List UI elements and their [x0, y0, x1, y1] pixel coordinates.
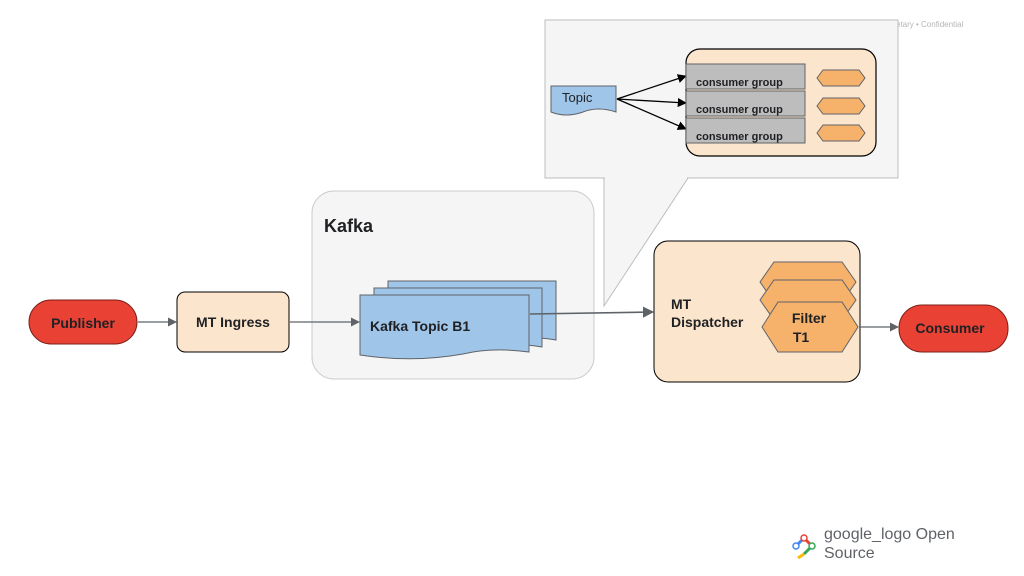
publisher-node: Publisher: [28, 299, 138, 345]
group-hexagon-3: [816, 124, 866, 142]
kafka-topic-shape: [359, 294, 530, 360]
brand-text-line1: google_logo Open: [824, 526, 955, 543]
ingress-node: MT Ingress: [176, 291, 290, 353]
open-source-brand: google_logo Open Source: [790, 524, 990, 564]
consumer-label: Consumer: [915, 320, 985, 336]
group-hexagon-1: [816, 69, 866, 87]
consumer-group-box-2: [685, 90, 806, 117]
consumer-group-label-2: consumer group: [696, 104, 783, 116]
consumer-group-label-1: consumer group: [696, 77, 783, 89]
consumer-group-box-3: [685, 117, 806, 144]
consumer-node: Consumer: [898, 304, 1009, 353]
brand-text: google_logo Open Source: [824, 525, 955, 563]
consumer-group-label-3: consumer group: [696, 131, 783, 143]
topic-detail-callout: Topic consumer group consumer group cons…: [544, 19, 899, 308]
kafka-topic-stack: Kafka Topic B1: [359, 280, 557, 360]
group-hexagon-2: [816, 97, 866, 115]
consumer-group-box-1: [685, 63, 806, 90]
confidential-notice: etary • Confidential: [896, 20, 964, 29]
topic-to-dispatcher-arrow: [529, 306, 655, 318]
google-open-source-logo-icon: [792, 534, 816, 560]
topic-to-group-2-arrow: [616, 97, 687, 108]
dispatcher-label-line1: MT: [671, 296, 692, 312]
kafka-title: Kafka: [324, 216, 374, 236]
topic-to-group-3-arrow: [616, 98, 687, 130]
callout-topic-label: Topic: [562, 90, 593, 105]
callout-topic-shape: [550, 85, 617, 116]
brand-text-line2: Source: [824, 545, 875, 562]
filter-label-line2: T1: [793, 329, 810, 345]
filter-hexagon: [761, 301, 859, 353]
publisher-label: Publisher: [51, 315, 115, 331]
topic-to-group-1-arrow: [616, 74, 687, 100]
filter-label-line1: Filter: [792, 310, 827, 326]
kafka-topic-label: Kafka Topic B1: [370, 318, 470, 334]
dispatcher-label-line2: Dispatcher: [671, 314, 744, 330]
dispatcher-node: MT Dispatcher Filter T1: [653, 240, 861, 383]
ingress-label: MT Ingress: [196, 314, 270, 330]
